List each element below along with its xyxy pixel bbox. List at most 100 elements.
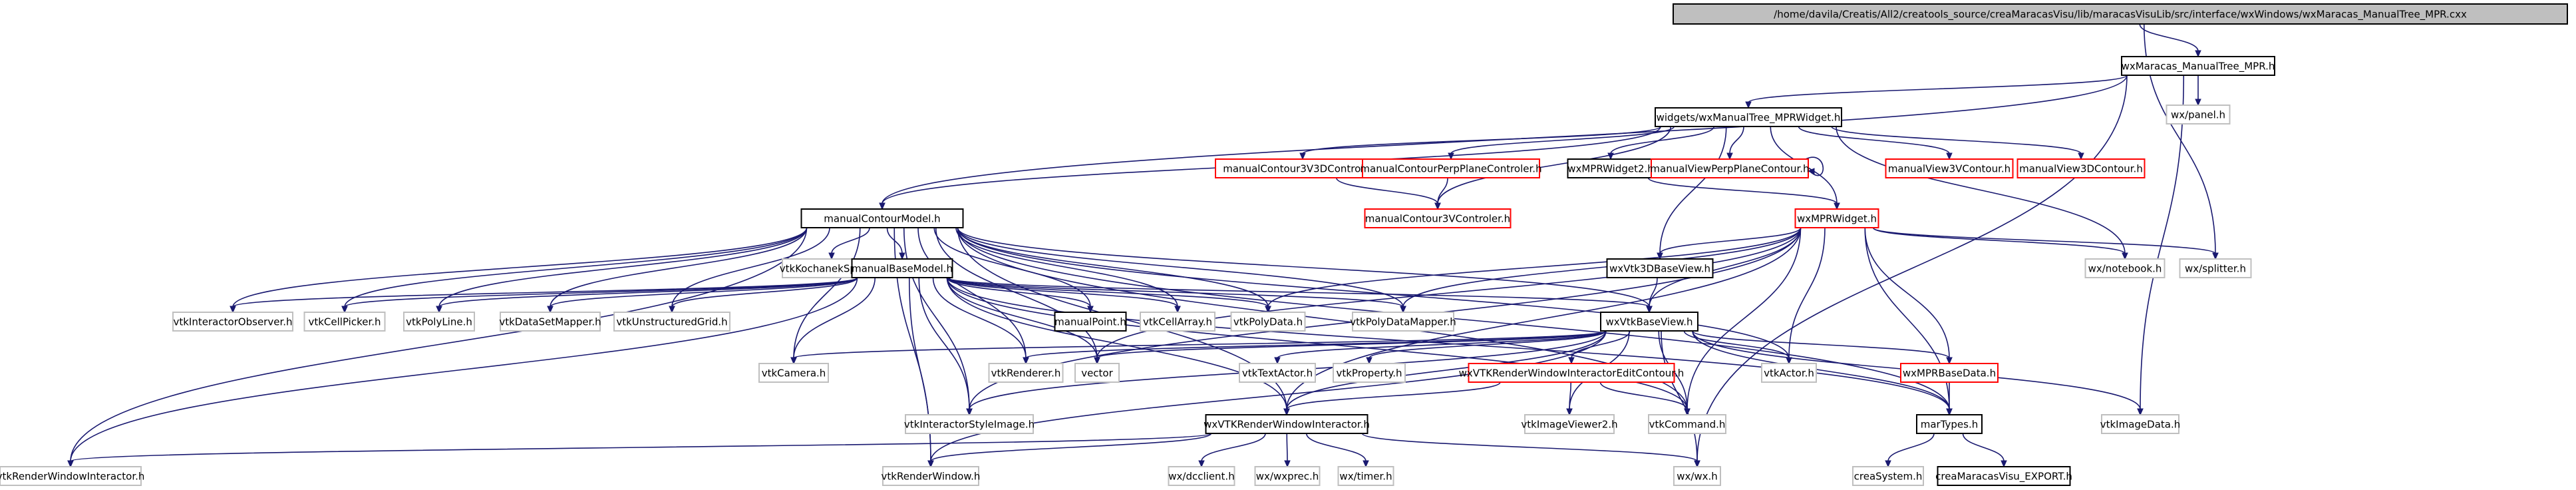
node-wxvtkrenderwindowinteractor-h[interactable]: wxVTKRenderWindowInteractor.h (1204, 414, 1370, 434)
node-box (2121, 56, 2275, 76)
node-vtkrenderwindow-h: vtkRenderWindow.h (882, 466, 980, 486)
node-label: wxMaracas_ManualTree_MPR.h (2122, 61, 2275, 73)
node-label: manualContour3V3DControler.h (1223, 163, 1382, 175)
node-manualcontourperpplanecontroler-h[interactable]: manualContourPerpPlaneControler.h (1360, 158, 1542, 178)
node-box (1673, 466, 1721, 486)
node-box (758, 363, 829, 383)
node-label: manualPoint.h (1054, 316, 1126, 328)
edge-wxmaracas-to-wxpanel (2195, 75, 2201, 107)
node-box (2016, 158, 2146, 178)
node-label: vtkCellArray.h (1143, 316, 1212, 328)
node-box (1254, 466, 1321, 486)
edge-manualbasemodel-to-vtkrwi (67, 277, 858, 468)
node-label: widgets/wxManualTree_MPRWidget.h (1657, 112, 1841, 124)
node-box (1074, 363, 1120, 383)
node-box (172, 312, 293, 332)
node-wxvtkrenderwindowinteractoreditcontour-h[interactable]: wxVTKRenderWindowInteractorEditContour.h (1459, 363, 1685, 383)
edge-mancontourperp-to-mancontour3v (1434, 177, 1448, 210)
node-manualcontour3vcontroler-h[interactable]: manualContour3VControler.h (1364, 208, 1512, 228)
node-manualbasemodel-h[interactable]: manualBaseModel.h (851, 258, 953, 278)
node-label: wxMPRWidget.h (1797, 213, 1877, 225)
node-box (1337, 466, 1394, 486)
node-box (1900, 363, 1999, 383)
node-vector: vector (1074, 363, 1120, 383)
node-vtkactor-h: vtkActor.h (1761, 363, 1817, 383)
nodes-layer: /home/davila/Creatis/All2/creatools_sour… (0, 3, 2568, 486)
node-vtkpolyline-h: vtkPolyLine.h (403, 312, 475, 332)
node-wxvtkbaseview-h[interactable]: wxVtkBaseView.h (1600, 312, 1698, 332)
node-wx-notebook-h: wx/notebook.h (2084, 258, 2166, 278)
node-creamaracasvisu-export-h[interactable]: creaMaracasVisu_EXPORT.h (1935, 466, 2072, 486)
node-manualcontourmodel-h[interactable]: manualContourModel.h (800, 208, 964, 228)
node-label: /home/davila/Creatis/All2/creatools_sour… (1774, 9, 2467, 21)
node-box (0, 466, 142, 486)
edge-manualcontourmodel-to-manualpoint (933, 227, 1094, 314)
node-wxvtk3dbaseview-h[interactable]: wxVtk3DBaseView.h (1606, 258, 1714, 278)
node-vtkcellpicker-h: vtkCellPicker.h (303, 312, 386, 332)
node-label: marTypes.h (1921, 419, 1979, 431)
node-box (1916, 414, 1983, 434)
edge-wxmaracas-to-widgetstree (1745, 75, 2128, 109)
edge-wxvtkrwi-to-vtkrwi (67, 433, 1212, 468)
node-vtkdatasetmapper-h: vtkDataSetMapper.h (499, 312, 601, 332)
edge-wxvtkbaseview-to-vector (1094, 330, 1607, 365)
node-box (1168, 466, 1235, 486)
node-martypes-h[interactable]: marTypes.h (1916, 414, 1983, 434)
edge-widgetstree-to-wxnotebook (1836, 126, 2128, 260)
edge-manualcontourmodel-to-vtkrenderer (917, 227, 1029, 365)
node-vtkinteractorstyleimage-h: vtkInteractorStyleImage.h (904, 414, 1035, 434)
node-manualpoint-h[interactable]: manualPoint.h (1054, 312, 1127, 332)
node-label: vtkImageData.h (2100, 419, 2181, 431)
edge-wxmprwidget-to-wxsplitter (1872, 227, 2219, 260)
edge-manualbasemodel-to-manualpoint (946, 277, 1094, 314)
edge-wxvtkrwiedit-to-vtkcommand (1599, 381, 1690, 416)
node-label: manualViewPerpPlaneContour.h (1650, 163, 1809, 175)
node-box (1140, 312, 1215, 332)
node-box (882, 466, 979, 486)
edge-wxvtkbaseview-to-vtkrenderer (1023, 330, 1607, 365)
node-label: vector (1081, 368, 1113, 379)
edge-wxvtkrwi-to-wxtimer (1305, 433, 1369, 468)
node-label: vtkPolyLine.h (406, 316, 472, 328)
node-wx-panel-h: wx/panel.h (2166, 105, 2231, 124)
edge-wxvtkrwi-to-wxdcclient (1198, 433, 1266, 468)
node-home-davila-creatis-all2-creatools-source-creamaracasvisu-lib-maracasvisulib-src-interface-wxwindows-wxmaracas-manualtree-mpr-cxx[interactable]: /home/davila/Creatis/All2/creatools_sour… (1673, 3, 2568, 25)
node-label: manualView3VContour.h (1888, 163, 2011, 175)
node-vtkpolydata-h: vtkPolyData.h (1230, 312, 1306, 332)
node-vtkimagedata-h: vtkImageData.h (2100, 414, 2181, 434)
node-label: wx/wx.h (1677, 471, 1718, 483)
node-label: vtkRenderer.h (991, 368, 1061, 379)
edge-wxvtkbaseview-to-wxmprbasedata (1692, 330, 1953, 365)
node-box (2084, 258, 2166, 278)
node-box (1239, 363, 1316, 383)
node-box (613, 312, 730, 332)
node-manualview3vcontour-h[interactable]: manualView3VContour.h (1885, 158, 2014, 178)
node-manualviewperpplanecontour-h[interactable]: manualViewPerpPlaneContour.h (1650, 158, 1810, 178)
node-box (1567, 158, 1655, 178)
node-manualcontour3v3dcontroler-h[interactable]: manualContour3V3DControler.h (1215, 158, 1390, 178)
node-wxmaracas-manualtree-mpr-h[interactable]: wxMaracas_ManualTree_MPR.h (2121, 56, 2275, 76)
node-widgets-wxmanualtree-mprwidget-h[interactable]: widgets/wxManualTree_MPRWidget.h (1655, 107, 1842, 127)
node-manualview3dcontour-h[interactable]: manualView3DContour.h (2016, 158, 2146, 178)
node-box (1333, 363, 1406, 383)
node-label: creaSystem.h (1854, 471, 1923, 483)
node-wxmprbasedata-h[interactable]: wxMPRBaseData.h (1900, 363, 1999, 383)
node-vtkrenderwindowinteractor-h: vtkRenderWindowInteractor.h (0, 466, 144, 486)
edge-wxvtkbaseview-to-vtkproperty (1366, 330, 1607, 365)
edge-wxmprwidget-to-vtkcommand (1684, 227, 1802, 416)
node-box (1651, 158, 1809, 178)
edge-wxmprwidget-to-vtkpolydatamapper (1400, 227, 1802, 314)
node-wxmprwidget2-h[interactable]: wxMPRWidget2.h (1567, 158, 1655, 178)
node-vtkunstructuredgrid-h: vtkUnstructuredGrid.h (613, 312, 730, 332)
node-box (1364, 208, 1512, 228)
node-wxmprwidget-h[interactable]: wxMPRWidget.h (1794, 208, 1879, 228)
edge-wxvtkrwi-to-vtkrenderwindow (927, 433, 1212, 468)
node-label: wxVtkBaseView.h (1606, 316, 1693, 328)
node-label: vtkPolyData.h (1233, 316, 1303, 328)
edge-widgetstree-to-manviewperp (1726, 126, 1744, 160)
node-box (1648, 414, 1726, 434)
node-box (1852, 466, 1924, 486)
edge-martypes-to-creaexport (1962, 433, 2007, 468)
edge-wxmprwidget-to-vtkpolydata (1265, 227, 1802, 314)
edge-manualcontourmodel-to-vtkinterstyleimage (903, 227, 973, 416)
